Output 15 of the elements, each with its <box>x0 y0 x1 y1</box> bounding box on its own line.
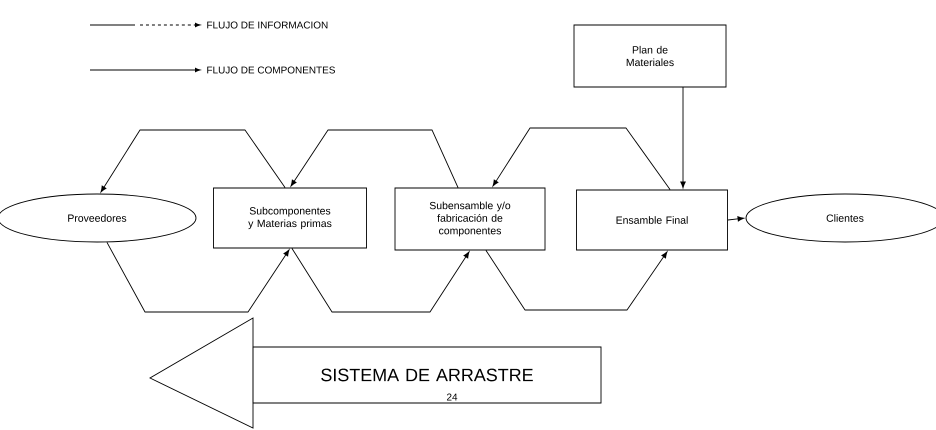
page-number: 24 <box>446 394 458 400</box>
arrow <box>106 242 290 312</box>
legend-label: FLUJO DE INFORMACION <box>207 21 328 29</box>
process-box: Ensamble Final <box>576 190 728 250</box>
arrow <box>486 250 668 310</box>
legend-label: FLUJO DE COMPONENTES <box>207 66 335 74</box>
arrow <box>100 130 286 192</box>
process-box: Subensamble y/o fabricación de componentes <box>394 188 546 250</box>
arrow <box>492 128 670 190</box>
arrow <box>292 248 470 312</box>
arrow <box>728 216 744 222</box>
arrow <box>680 87 686 188</box>
arrow <box>290 130 458 188</box>
process-box: Subcomponentes y Materias primas <box>213 188 367 248</box>
process-box: Plan de Materiales <box>574 24 726 88</box>
